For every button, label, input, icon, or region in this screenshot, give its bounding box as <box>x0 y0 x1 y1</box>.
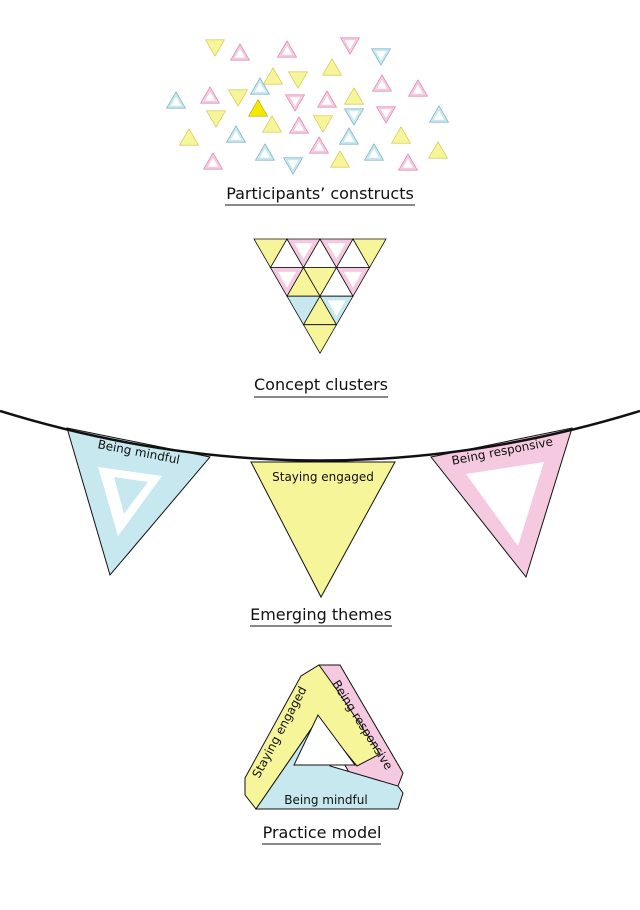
construct-triangle-hollow <box>344 40 356 50</box>
construct-triangle-solid <box>178 128 200 146</box>
model-label-mindful: Being mindful <box>284 793 367 807</box>
construct-triangle-hollow <box>380 109 392 119</box>
cluster-triangle-hollow <box>294 243 313 259</box>
construct-triangle-hollow <box>376 79 388 89</box>
construct-triangle-hollow <box>170 96 182 106</box>
construct-triangle-hollow <box>254 82 266 92</box>
caption-participants-constructs: Participants’ constructs <box>226 184 414 203</box>
cluster-triangle <box>302 324 338 355</box>
bunting-pennant-responsive: Being responsive <box>430 427 573 579</box>
construct-triangle-solid <box>329 150 351 168</box>
caption-practice-model: Practice model <box>263 823 382 842</box>
participants-constructs-scatter <box>165 37 450 175</box>
pennant-inner-cutout <box>466 462 544 546</box>
construct-triangle-hollow <box>433 110 445 120</box>
construct-triangle-solid <box>312 115 334 133</box>
construct-triangle-hollow <box>287 160 299 170</box>
caption-emerging-themes: Emerging themes <box>250 605 392 624</box>
concept-cluster-triangle <box>253 238 387 355</box>
cluster-triangle-hollow <box>327 243 346 259</box>
bunting-string <box>0 409 640 462</box>
bunting-pennant-mindful: Being mindful <box>66 427 211 577</box>
cluster-triangle-hollow <box>327 300 346 317</box>
construct-triangle-solid <box>390 126 412 144</box>
construct-triangle-hollow <box>204 91 216 101</box>
construct-triangle-hollow <box>412 84 424 94</box>
theme-label-engaged: Staying engaged <box>272 470 374 484</box>
construct-triangle-hollow <box>368 148 380 158</box>
caption-concept-clusters: Concept clusters <box>254 375 388 394</box>
construct-triangle-solid <box>205 110 227 128</box>
construct-triangle-hollow <box>234 48 246 58</box>
construct-triangle-hollow <box>259 148 271 158</box>
construct-triangle-hollow <box>230 130 242 140</box>
construct-triangle-solid <box>287 71 309 89</box>
construct-triangle-hollow <box>343 132 355 142</box>
construct-triangle-hollow <box>289 97 301 107</box>
construct-triangle-hollow <box>207 157 219 167</box>
construct-triangle-hollow <box>293 121 305 131</box>
cluster-triangle-hollow <box>343 271 363 288</box>
construct-triangle-hollow <box>402 158 414 168</box>
pennant-inner-core <box>114 477 148 514</box>
construct-triangle-solid <box>204 39 226 57</box>
construct-triangle-solid <box>427 141 449 159</box>
cluster-triangle-hollow <box>277 271 297 288</box>
practice-model-triangle: Staying engaged Being responsive Being m… <box>244 664 404 810</box>
construct-triangle-hollow <box>321 95 333 105</box>
cluster-triangle <box>352 238 387 269</box>
construct-triangle-solid <box>343 87 365 105</box>
construct-triangle-hollow <box>348 111 360 121</box>
construct-triangle-hollow <box>313 141 325 151</box>
construct-triangle-solid <box>262 67 284 85</box>
bunting-pennant-engaged: Staying engaged <box>250 461 396 599</box>
construct-triangle-solid <box>321 58 343 76</box>
construct-triangle-hollow <box>375 51 387 61</box>
construct-triangle-solid <box>261 115 283 133</box>
construct-triangle-solid <box>227 89 249 107</box>
construct-triangle-solid <box>247 99 269 117</box>
model-inner-void <box>293 714 356 766</box>
construct-triangle-hollow <box>281 45 293 55</box>
